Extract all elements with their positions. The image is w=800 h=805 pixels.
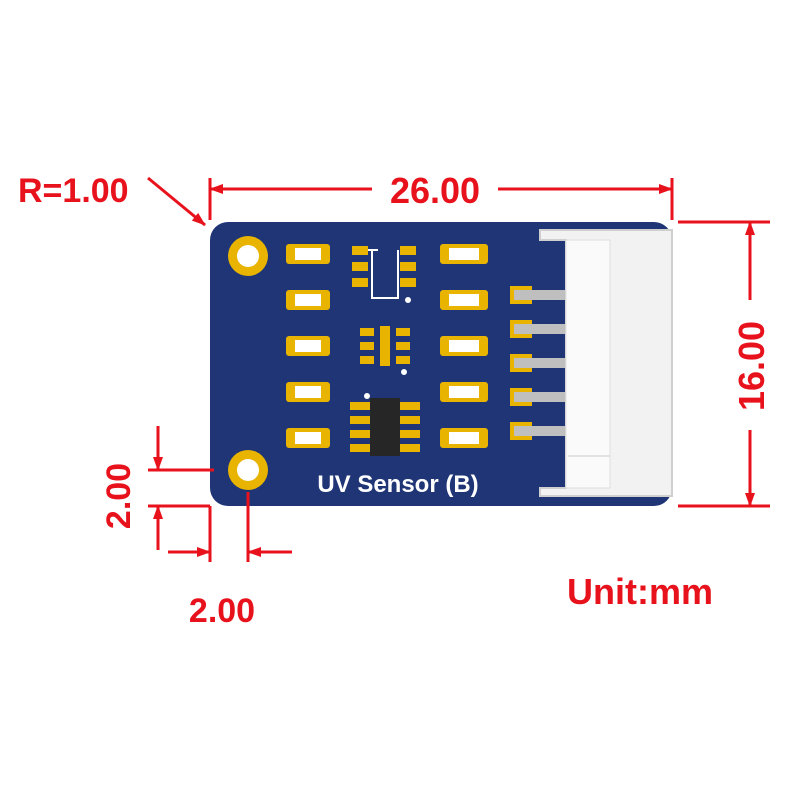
ic-soic-bottom [350,393,420,456]
hole-offset-horizontal-dimension: 2.00 [168,492,292,630]
ic-footprint-top [352,246,416,303]
smd-pads-left [286,244,330,448]
hole-offset-vertical-label: 2.00 [100,463,138,529]
hole-offset-horizontal-label: 2.00 [189,592,255,630]
radius-label: R=1.00 [18,172,129,210]
mounting-hole-bottom [228,450,268,490]
height-label: 16.00 [731,321,772,411]
pcb-board: UV Sensor (B) [210,222,673,506]
height-dimension: 16.00 [678,220,772,508]
connector-pins [510,286,572,440]
ic-footprint-middle [360,326,410,375]
width-label: 26.00 [390,170,480,211]
radius-callout: R=1.00 [18,172,206,227]
dimension-annotations: R=1.00 26.00 16.00 2.00 [18,170,772,630]
unit-label: Unit:mm [567,571,713,612]
silkscreen-label: UV Sensor (B) [317,471,478,498]
hole-offset-vertical-dimension: 2.00 [100,426,214,550]
connector-housing [539,229,673,497]
mounting-hole-top [228,236,268,276]
smd-pads-right [440,244,488,448]
width-dimension: 26.00 [208,170,674,220]
